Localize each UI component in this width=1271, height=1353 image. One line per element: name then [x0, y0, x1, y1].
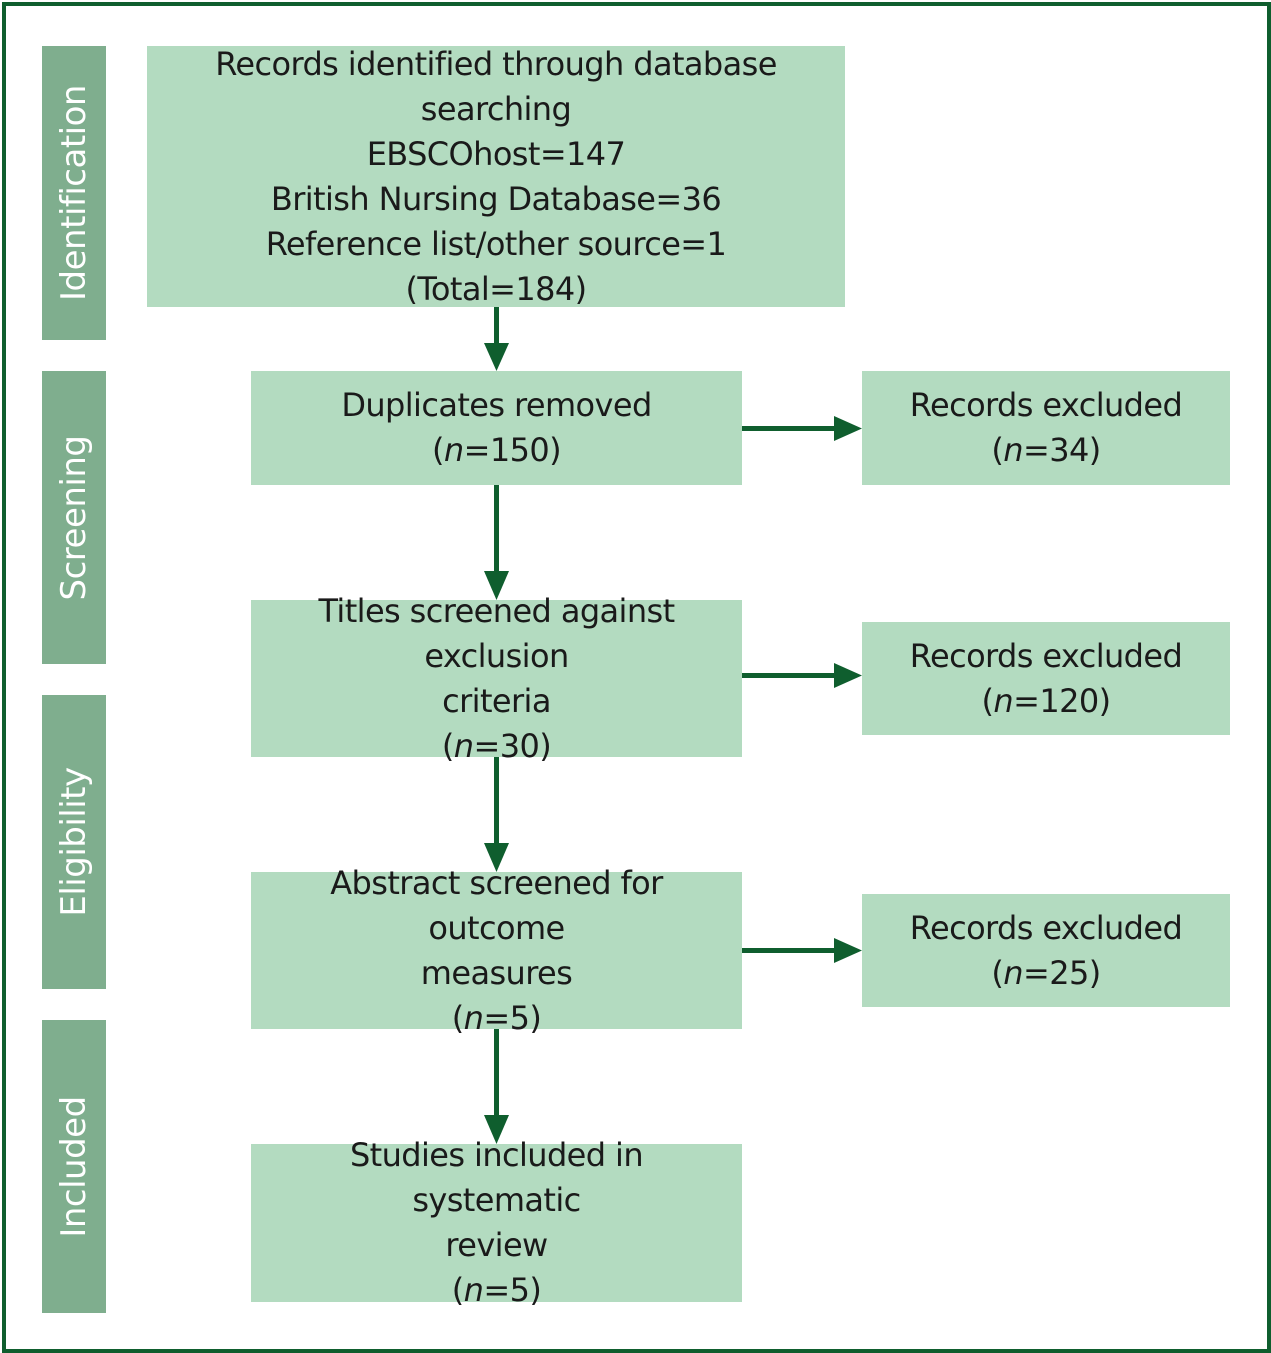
titles-screened-box: Titles screened against exclusion criter… — [251, 592, 742, 765]
arrow-head — [484, 343, 509, 371]
identification-source: Reference list/other source=1 — [265, 224, 727, 263]
identification-total: (Total=184) — [405, 269, 588, 308]
box-title: measures — [420, 953, 573, 992]
box-count: (n=5) — [451, 998, 542, 1037]
stage-screening: Screening — [42, 371, 106, 664]
arrow-head — [834, 416, 862, 441]
arrow-abstracts-to-included — [494, 1029, 499, 1117]
count-value: 150 — [489, 431, 550, 469]
identification-heading: Records identified through database sear… — [215, 44, 777, 128]
box-title: review — [445, 1226, 548, 1264]
box-title: Records excluded — [909, 908, 1183, 947]
n-symbol: n — [453, 726, 474, 765]
box-title: Records excluded — [909, 636, 1183, 675]
arrow-head — [484, 1115, 509, 1144]
n-symbol: n — [993, 681, 1014, 720]
identification-source: EBSCOhost=147 — [366, 134, 626, 173]
n-symbol: n — [463, 998, 484, 1037]
arrow-duplicates-to-excluded — [742, 426, 836, 431]
box-title: criteria — [442, 681, 551, 720]
count-value: 30 — [499, 726, 540, 765]
box-count: (n=34) — [991, 431, 1101, 469]
count-value: 34 — [1049, 431, 1089, 469]
count-value: 120 — [1039, 681, 1099, 720]
stage-included: Included — [42, 1020, 106, 1313]
studies-included-box: Studies included in systematic review (n… — [251, 1136, 742, 1309]
box-count: (n=5) — [451, 1271, 542, 1309]
box-count: (n=25) — [991, 953, 1101, 992]
stage-identification: Identification — [42, 46, 106, 340]
records-excluded-box-1: Records excluded (n=34) — [862, 371, 1230, 485]
n-symbol: n — [1003, 953, 1023, 992]
arrow-titles-to-excluded — [742, 673, 836, 678]
n-symbol: n — [1003, 431, 1023, 469]
count-value: 5 — [509, 1271, 530, 1309]
arrow-titles-to-abstracts — [494, 757, 499, 845]
n-symbol: n — [463, 1271, 484, 1309]
count-value: 5 — [509, 998, 530, 1037]
box-title: Records excluded — [909, 386, 1183, 424]
records-excluded-box-3: Records excluded (n=25) — [862, 894, 1230, 1007]
identification-box: Records identified through database sear… — [147, 45, 845, 308]
box-title: Duplicates removed — [341, 386, 652, 424]
arrow-duplicates-to-titles — [494, 485, 499, 573]
identification-source: British Nursing Database=36 — [270, 179, 722, 218]
box-count: (n=120) — [981, 681, 1112, 720]
arrow-identification-to-duplicates — [494, 307, 499, 345]
arrow-head — [484, 843, 509, 872]
arrow-head — [834, 938, 862, 963]
duplicates-removed-box: Duplicates removed (n=150) — [251, 371, 742, 485]
arrow-head — [834, 663, 862, 688]
stage-eligibility: Eligibility — [42, 695, 106, 989]
count-value: 25 — [1049, 953, 1089, 992]
arrow-head — [484, 571, 509, 600]
records-excluded-box-2: Records excluded (n=120) — [862, 622, 1230, 735]
box-count: (n=150) — [432, 431, 562, 469]
box-count: (n=30) — [441, 726, 552, 765]
abstract-screened-box: Abstract screened for outcome measures (… — [251, 864, 742, 1037]
n-symbol: n — [443, 431, 464, 469]
arrow-abstracts-to-excluded — [742, 948, 836, 953]
